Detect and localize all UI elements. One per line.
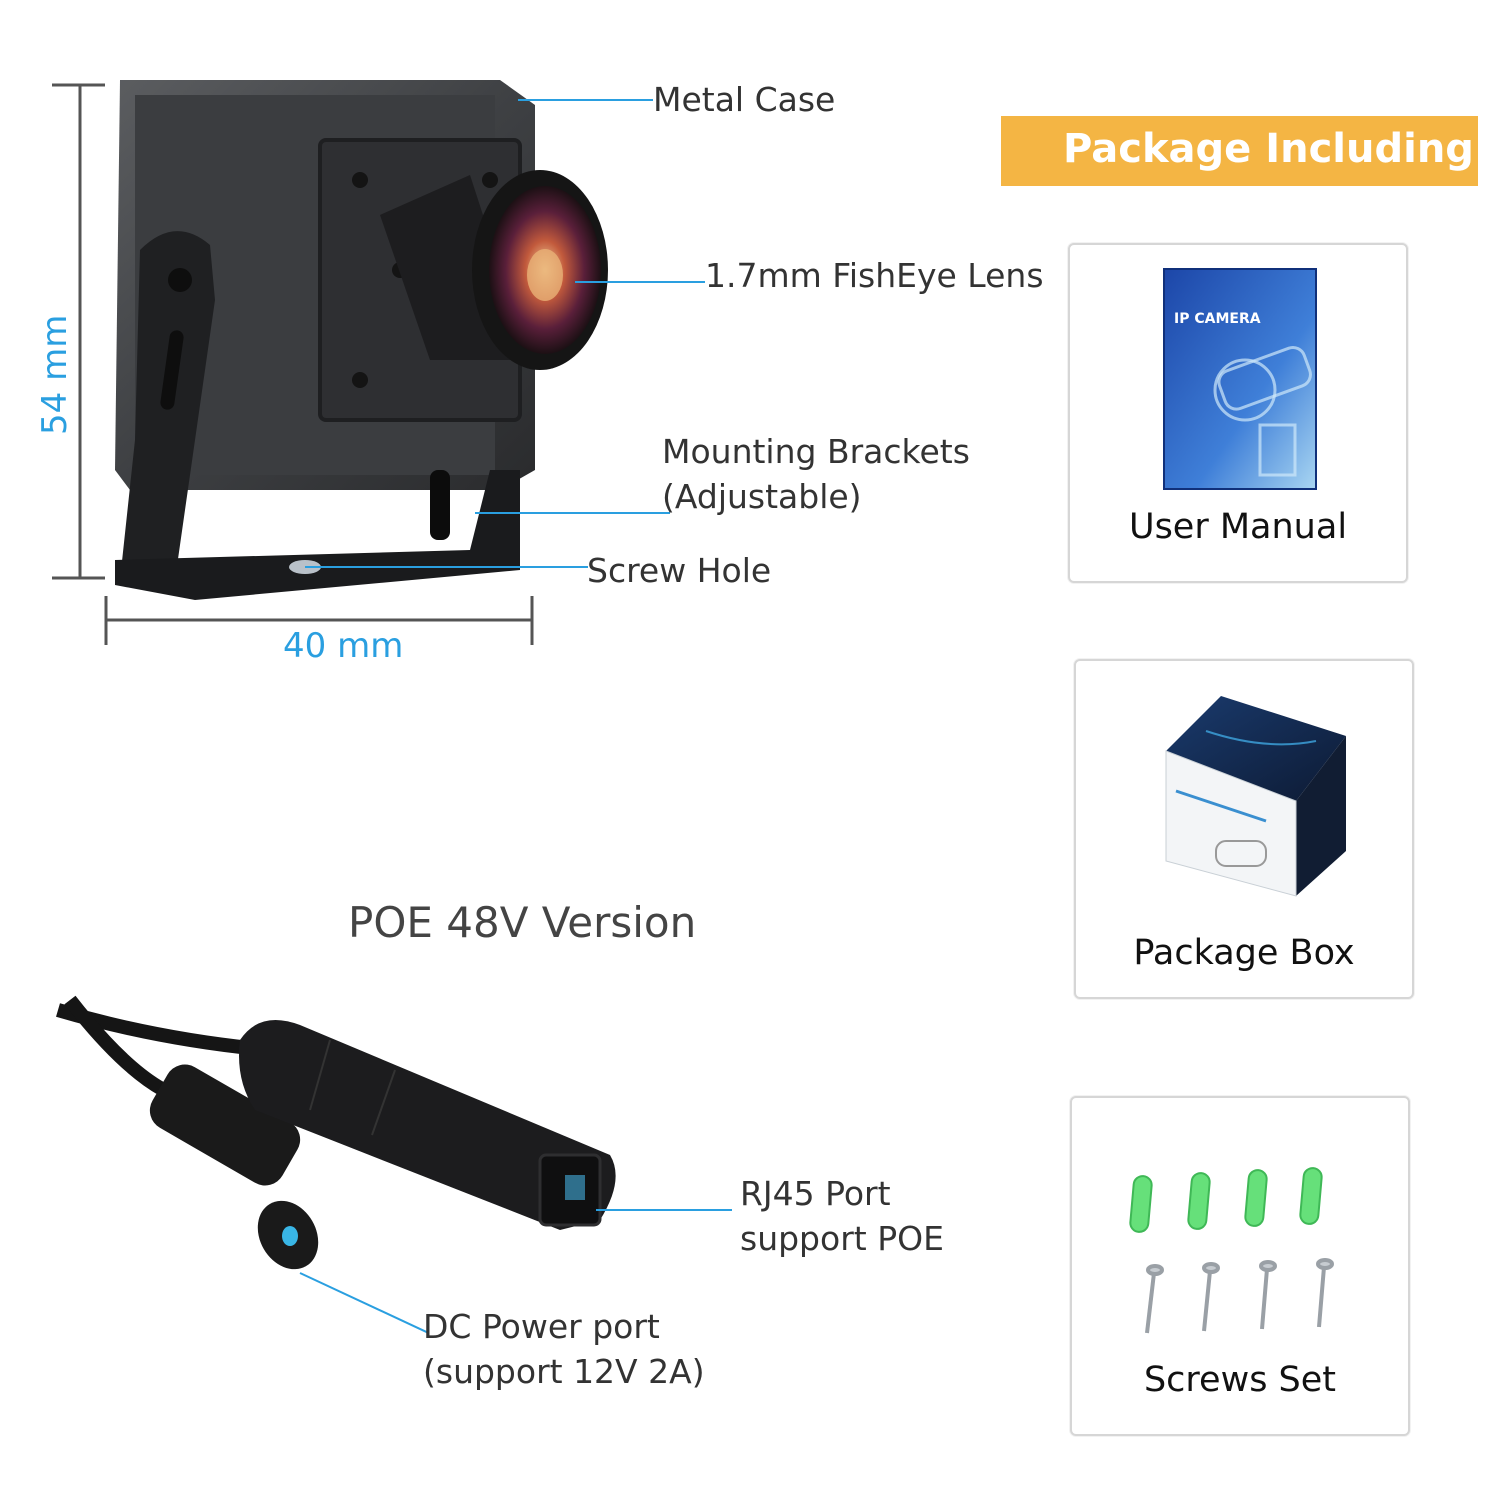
screws-set-label: Screws Set [1143,1360,1337,1400]
rj45-leader [596,1209,732,1211]
rj45-label-line2: support POE [740,1219,944,1258]
screw-hole-leader [305,566,588,568]
screws-set-card: Screws Set [1070,1096,1410,1436]
box-icon [1165,696,1346,897]
lens-leader [575,281,705,283]
metal-case-label: Metal Case [653,80,836,119]
dc-power-label-line2: (support 12V 2A) [423,1352,705,1391]
width-dimension-label: 40 mm [283,626,404,666]
screw-hole-label: Screw Hole [587,551,772,590]
package-box-label: Package Box [1133,933,1355,973]
brackets-label-line1: Mounting Brackets [662,432,970,471]
package-including-banner: Package Including: [1001,116,1490,186]
brackets-label-line2: (Adjustable) [662,477,862,516]
poe-version-title: POE 48V Version [348,898,697,947]
user-manual-card: IP CAMERA User Manual [1068,243,1408,583]
lens-label: 1.7mm FishEye Lens [705,256,1044,295]
poe-cable-illustration [56,995,616,1270]
metal-case-leader [518,99,653,101]
height-dimension-label: 54 mm [35,314,75,435]
user-manual-label: User Manual [1128,507,1348,547]
brackets-leader [475,512,670,514]
package-box-card: Package Box [1074,659,1414,999]
camera-illustration [52,80,608,645]
dc-power-label-line1: DC Power port [423,1307,660,1346]
rj45-label-line1: RJ45 Port [740,1174,891,1213]
manual-icon: IP CAMERA [1163,268,1317,490]
manual-cover-title: IP CAMERA [1174,311,1261,327]
package-including-heading: Package Including: [1063,126,1490,172]
screws-icon [1129,1167,1334,1334]
